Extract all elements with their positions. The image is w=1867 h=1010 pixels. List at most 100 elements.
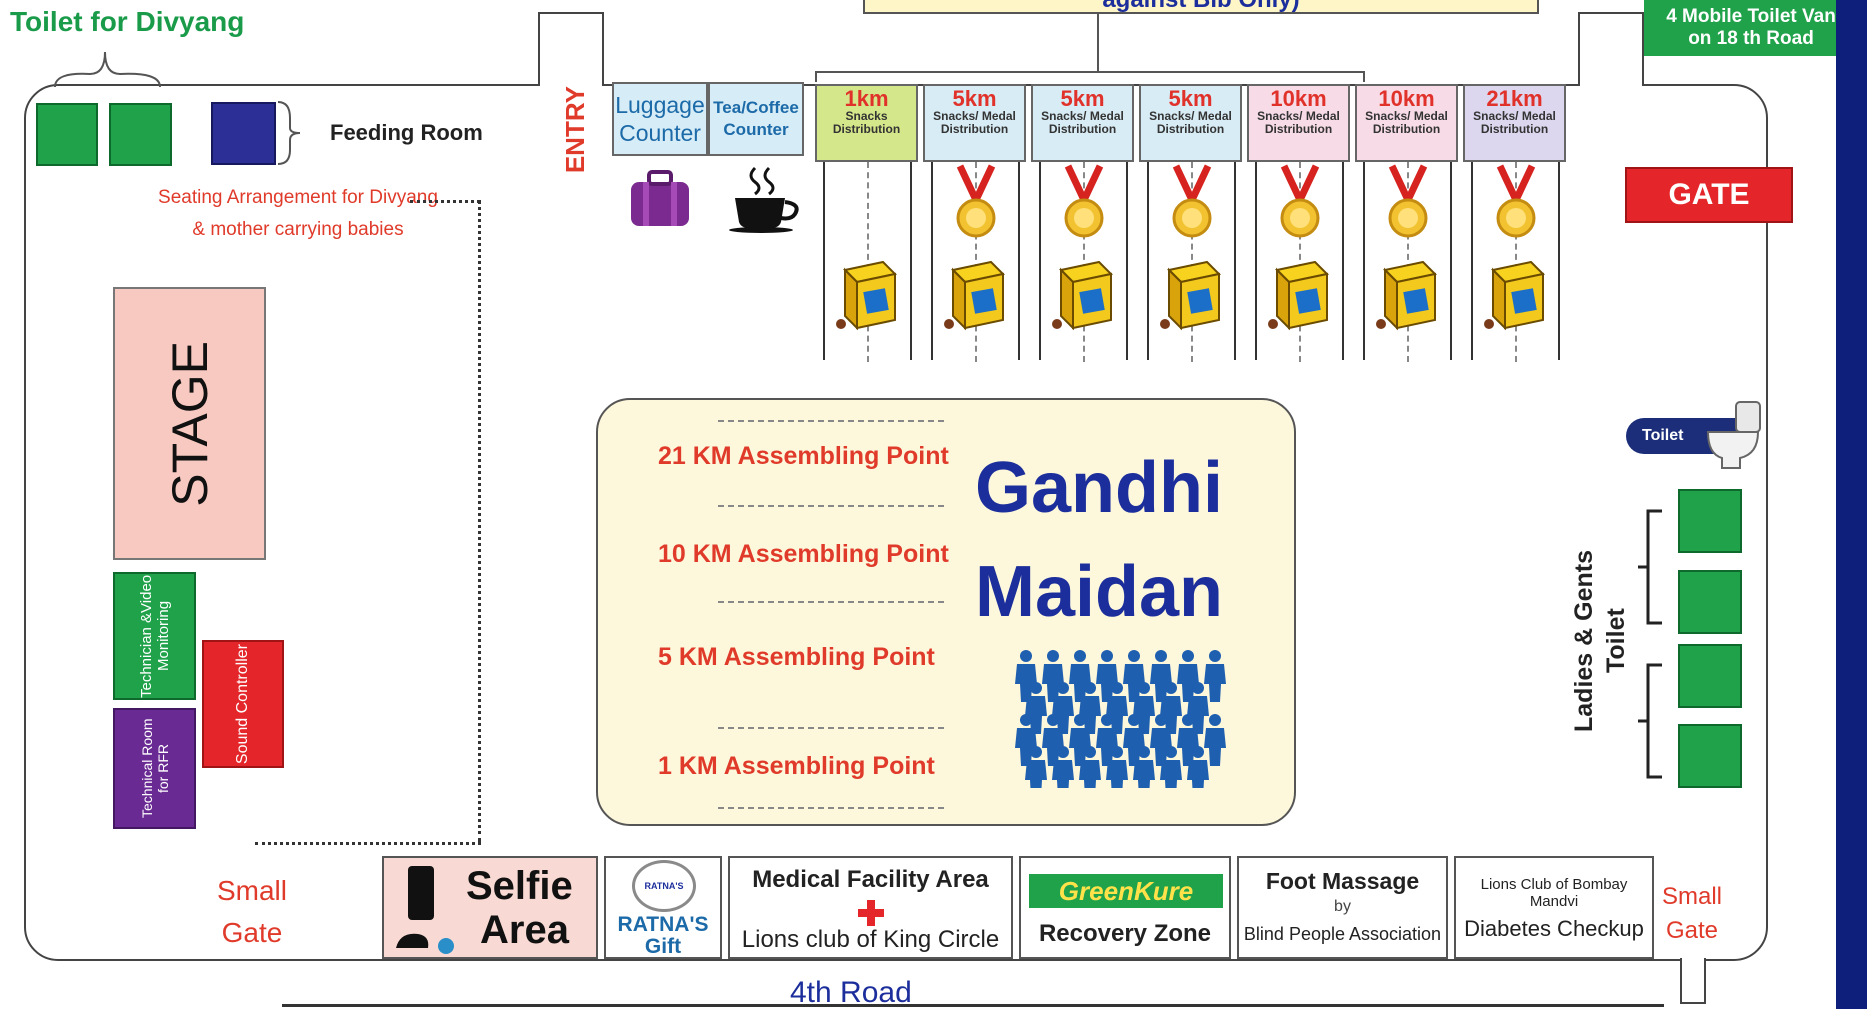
stage-label: STAGE (161, 340, 218, 507)
top-banner: against Bib Only) (863, 0, 1539, 14)
person-icon (1042, 714, 1064, 766)
technician-label: Technician &Video Monitoring (137, 574, 172, 698)
medical-cross-icon (858, 900, 884, 926)
selfie-label-1: Selfie (466, 864, 573, 908)
distribution-sub-label: Snacks/ Medal Distribution (1257, 109, 1340, 136)
person-icon (1187, 682, 1209, 734)
distribution-sub-label: Snacks Distribution (832, 109, 901, 136)
assembly-area (596, 398, 1296, 826)
diabetes-checkup-label: Diabetes Checkup (1464, 916, 1644, 941)
person-icon (1025, 746, 1047, 788)
selfie-label-2: Area (480, 908, 569, 952)
lane-line (1126, 162, 1128, 360)
person-icon (1015, 714, 1037, 766)
luggage-icon (631, 170, 689, 226)
lane-divider (1190, 162, 1193, 362)
gents-toilet-2 (1678, 570, 1742, 634)
foot-massage-stall: Foot Massage by Blind People Association (1237, 856, 1448, 959)
toilet-divyang-bracket (54, 51, 161, 88)
medal-icon (1388, 164, 1427, 238)
small-gate-left-line-1: Small (216, 875, 287, 906)
lane-line (1234, 162, 1236, 360)
venue-title-gandhi: Gandhi (975, 448, 1223, 528)
person-icon (1052, 746, 1074, 788)
distribution-km-label: 5km (1060, 86, 1105, 111)
distribution-km-label: 5km (952, 86, 997, 111)
snack-box-icon (1051, 260, 1113, 331)
medical-label-1: Medical Facility Area (752, 866, 989, 893)
venue-title-maidan: Maidan (975, 552, 1224, 632)
ladies-toilet-1 (1678, 644, 1742, 708)
lane-divider (1406, 162, 1409, 362)
person-icon (1123, 714, 1145, 766)
snack-box-icon (835, 260, 897, 331)
tea-coffee-counter: Tea/Coffee Counter (708, 82, 804, 156)
right-edge-strip (1836, 0, 1867, 1009)
sound-controller-label: Sound Controller (234, 643, 251, 765)
lane-divider (1082, 162, 1085, 362)
distribution-sub-label: Snacks/ Medal Distribution (1149, 109, 1232, 136)
entry-label: ENTRY (558, 80, 592, 180)
toilet-divyang-label: Toilet for Divyang (10, 6, 245, 37)
lions-bombay-label: Lions Club of Bombay Mandvi (1480, 876, 1628, 910)
feeding-room-box (211, 102, 276, 165)
distribution-km-label: 1km (844, 86, 889, 111)
lane-line (931, 162, 933, 360)
distribution-sub-label: Snacks/ Medal Distribution (1365, 109, 1448, 136)
medical-facility-stall: Medical Facility Area Lions club of King… (728, 856, 1013, 959)
stage: STAGE (113, 287, 266, 560)
lane-divider (1298, 162, 1301, 362)
lane-line (1255, 162, 1257, 360)
foot-massage-label-1: Foot Massage (1265, 868, 1420, 894)
person-icon (1150, 650, 1172, 702)
small-gate-left-line-2: Gate (221, 917, 283, 948)
person-icon (1079, 682, 1101, 734)
lane-divider (974, 162, 977, 362)
technical-room-label: Technical Room for RFR (138, 718, 171, 819)
toilet-badge: Toilet (1626, 418, 1754, 454)
top-banner-text: against Bib Only) (865, 0, 1537, 12)
lane-line (1147, 162, 1149, 360)
ratnas-gift-label: RATNA'S Gift (606, 914, 720, 958)
small-gate-right: Small Gate (1654, 880, 1730, 948)
sound-controller-room: Sound Controller (202, 640, 284, 768)
lane-line (1363, 162, 1365, 360)
ladies-gents-text: Ladies & Gents Toilet (1570, 550, 1630, 732)
distribution-km-label: 10km (1270, 86, 1327, 111)
person-icon (1079, 746, 1101, 788)
person-icon (1177, 714, 1199, 766)
person-icon (1133, 682, 1155, 734)
ladies-toilet-2 (1678, 724, 1742, 788)
person-icon (1015, 650, 1037, 702)
medal-icon (956, 164, 995, 238)
diabetes-checkup-stall: Lions Club of Bombay Mandvi Diabetes Che… (1454, 856, 1654, 959)
mobile-toilet-line-1: 4 Mobile Toilet Van (1666, 6, 1836, 27)
distribution-sub-label: Snacks/ Medal Distribution (933, 109, 1016, 136)
small-gate-left: Small Gate (212, 870, 292, 954)
small-gate-right-post (1680, 958, 1706, 1004)
divyang-toilet-1 (36, 103, 98, 166)
coffee-cup-icon (729, 166, 799, 233)
ratnas-label-2: Gift (644, 935, 682, 958)
luggage-counter: Luggage Counter (612, 82, 708, 156)
distribution-sub-label: Snacks/ Medal Distribution (1473, 109, 1556, 136)
person-icon (1096, 650, 1118, 702)
person-icon (1025, 682, 1047, 734)
medal-icon (1172, 164, 1211, 238)
greenkure-logo: GreenKure (1029, 874, 1223, 908)
seating-boundary-right (478, 200, 481, 842)
person-icon (1069, 714, 1091, 766)
mobile-toilet-van-box: 4 Mobile Toilet Van on 18 th Road (1644, 0, 1858, 56)
assembly-point-10km: 10 KM Assembling Point (658, 540, 949, 568)
lane-line (1450, 162, 1452, 360)
lane-line (1558, 162, 1560, 360)
assembly-divider-4 (718, 727, 944, 729)
lane-line (1039, 162, 1041, 360)
person-icon (1177, 650, 1199, 702)
person-icon (1204, 714, 1226, 766)
assembly-divider-1 (718, 420, 944, 422)
